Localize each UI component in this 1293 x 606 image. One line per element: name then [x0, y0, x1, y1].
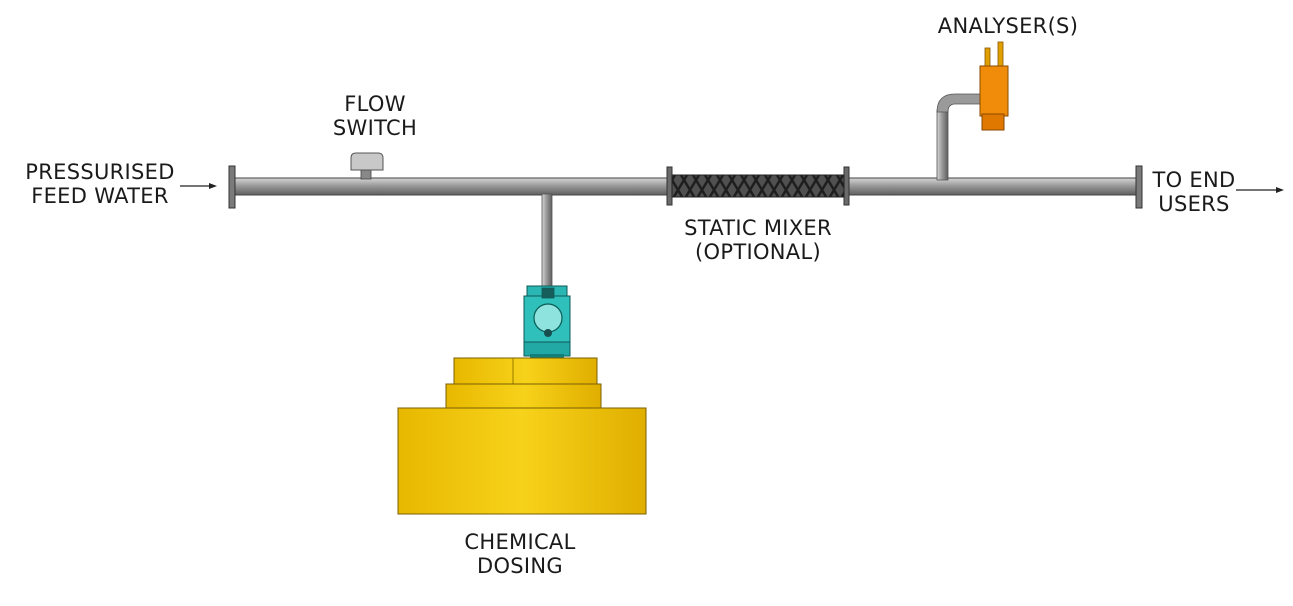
flow-switch [350, 152, 384, 180]
analyser-branch-pipe [936, 93, 983, 181]
dosing-pump [523, 285, 571, 358]
dosing-line [541, 193, 553, 289]
label-analysers: ANALYSER(S) [937, 14, 1079, 38]
label-static-mixer: STATIC MIXER(OPTIONAL) [684, 216, 832, 264]
feed-arrow-icon [180, 183, 217, 189]
outlet-flange [1135, 165, 1143, 209]
analyser [979, 41, 1009, 131]
end-users-arrow-icon [1236, 187, 1284, 193]
inlet-flange [228, 165, 236, 209]
chemical-tank [397, 357, 647, 515]
static-mixer [666, 166, 850, 206]
